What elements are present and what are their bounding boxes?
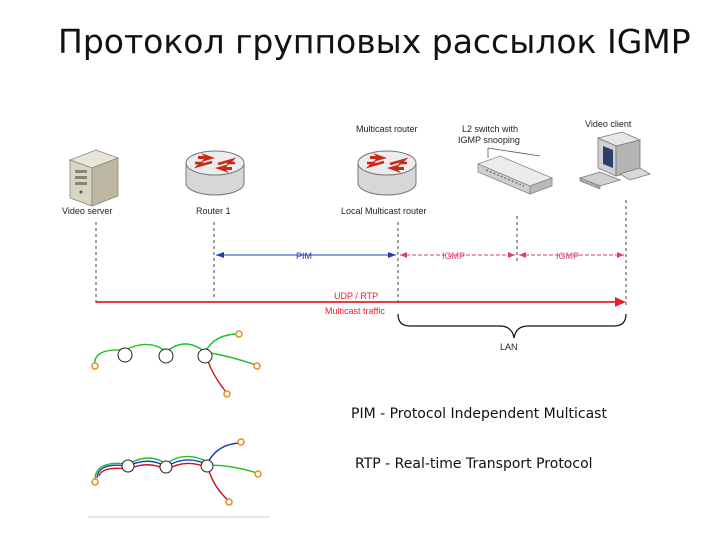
pim-definition: PIM - Protocol Independent Multicast bbox=[351, 406, 607, 422]
local-multicast-router-icon bbox=[357, 150, 417, 196]
l2-switch-icon bbox=[476, 147, 554, 195]
igmp-label-2: IGMP bbox=[556, 251, 579, 261]
pim-link bbox=[216, 252, 396, 258]
rtp-definition: RTP - Real-time Transport Protocol bbox=[355, 456, 593, 472]
video-client-icon bbox=[578, 131, 651, 190]
l2-switch-label-line2: IGMP snooping bbox=[458, 135, 520, 145]
pim-label: PIM bbox=[296, 251, 312, 261]
igmp-label-1: IGMP bbox=[442, 251, 465, 261]
lan-label: LAN bbox=[500, 342, 518, 352]
lan-brace bbox=[397, 313, 627, 339]
udp-rtp-label-line2: Multicast traffic bbox=[325, 306, 385, 316]
igmp-link-1 bbox=[400, 252, 515, 258]
multicast-router-label: Multicast router bbox=[356, 124, 418, 134]
l2-switch-label-line1: L2 switch with bbox=[462, 124, 518, 134]
udp-rtp-link bbox=[96, 297, 626, 307]
video-server-label: Video server bbox=[62, 206, 112, 216]
igmp-link-2 bbox=[519, 252, 624, 258]
vertical-guides bbox=[95, 200, 627, 306]
video-server-icon bbox=[68, 149, 120, 207]
local-multicast-router-label: Local Multicast router bbox=[341, 206, 427, 216]
router-1-label: Router 1 bbox=[196, 206, 231, 216]
page-title: Протокол групповых рассылок IGMP bbox=[58, 22, 691, 61]
video-client-label: Video client bbox=[585, 119, 632, 129]
router-1-icon bbox=[185, 150, 245, 196]
multicast-tree-1 bbox=[91, 330, 261, 398]
udp-rtp-label-line1: UDP / RTP bbox=[334, 291, 378, 301]
multicast-tree-2 bbox=[91, 438, 262, 506]
